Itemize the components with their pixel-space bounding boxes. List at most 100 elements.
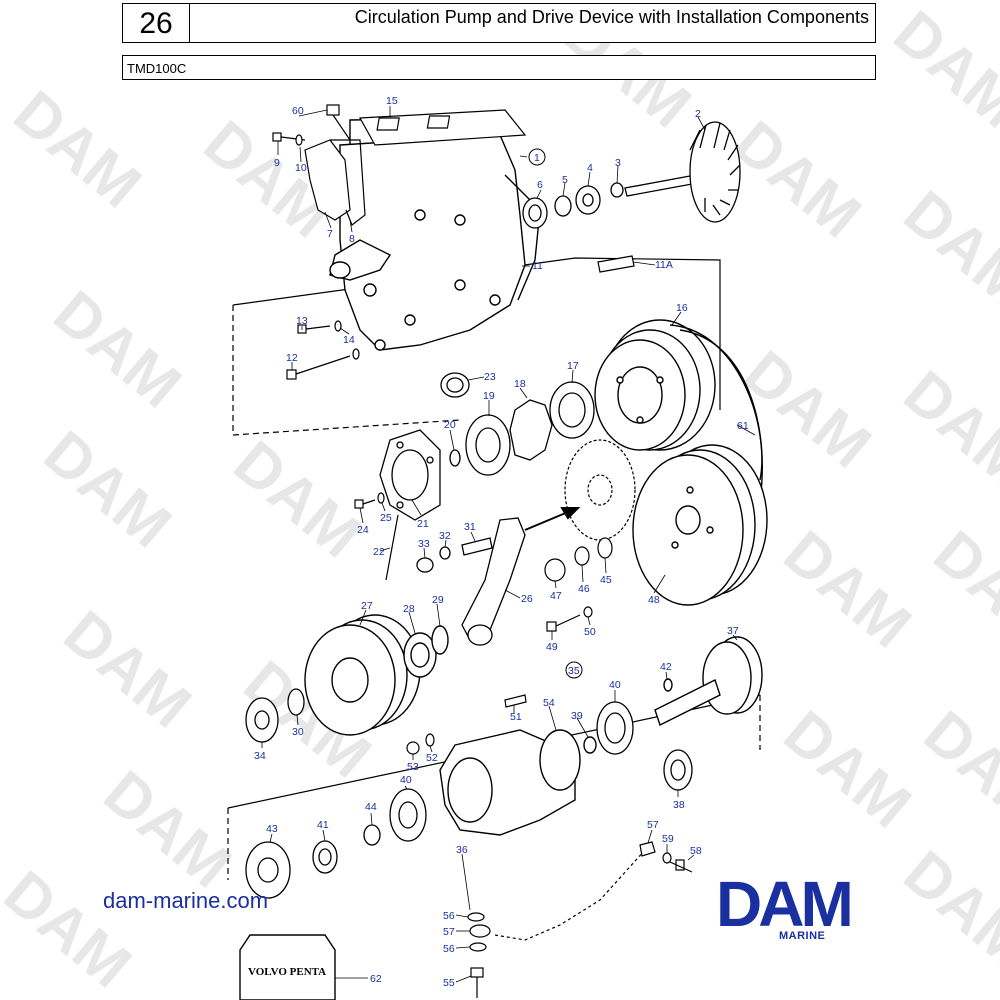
page-title: Circulation Pump and Drive Device with I… [354,7,869,27]
callout: 51 [510,711,522,723]
page-number-box: 26 [122,3,190,43]
callout: 15 [386,95,398,107]
callout: 60 [292,105,304,117]
watermark: DAM [0,858,144,1000]
housing-bolts [286,320,360,380]
watermark: DAM [31,418,184,562]
callout: 14 [343,334,355,346]
watermark: DAM [91,758,244,902]
callout: 8 [349,233,355,245]
callout: 27 [361,600,373,612]
lower-pulley [304,614,449,736]
callout: 50 [584,626,596,638]
leader-lines [261,106,756,983]
upper-pulley [594,319,716,451]
watermark: DAM [41,278,194,422]
callout: 22 [373,546,385,558]
callout: 29 [432,594,444,606]
callout: 10 [295,162,307,174]
callout: 25 [380,512,392,524]
callout: 21 [417,518,429,530]
impeller-shaft-assembly [522,121,741,229]
callout: 59 [662,833,674,845]
watermark: DAM [1,78,154,222]
model-label: TMD100C [127,61,187,76]
volvo-penta-box: VOLVO PENTA [239,934,336,1000]
callout: 53 [407,761,419,773]
callout: 49 [546,641,558,653]
callout: 46 [578,583,590,595]
callout: 30 [292,726,304,738]
pump-body [439,729,597,836]
watermark: DAM [881,0,1000,141]
callout: 32 [439,530,451,542]
callout: 56 [443,943,455,955]
callout: 48 [648,594,660,606]
callout: 7 [327,228,333,240]
callout-labels: 60 15 2 9 10 1 6 5 4 3 7 8 11 11A 16 13 … [254,95,749,989]
large-pulley [632,444,768,606]
tensioner-small-parts [544,537,613,582]
callout: 24 [357,524,369,536]
pipe-fitting [597,255,635,273]
watermark: DAM [221,428,374,572]
reference-circles [528,148,583,679]
callout: 44 [365,801,377,813]
callout: 31 [464,521,476,533]
callout: 12 [286,352,298,364]
tensioner-arm [416,517,526,646]
callout: 9 [274,157,280,169]
tension-rod [354,492,399,581]
callout: 41 [317,819,329,831]
callout: 57 [443,926,455,938]
callout: 33 [418,538,430,550]
callout: 43 [266,823,278,835]
callout: 52 [426,752,438,764]
arm-bolt [546,606,593,632]
callout: 20 [444,419,456,431]
callout: 16 [676,302,688,314]
watermark: DAM [891,358,1000,502]
callout: 1 [534,152,540,164]
title-box: Circulation Pump and Drive Device with I… [189,3,876,43]
callout: 3 [615,157,621,169]
bolt [272,132,306,146]
direction-arrow [524,507,581,531]
callout: 40 [609,679,621,691]
dam-logo-text: DAM [716,872,850,940]
model-box: TMD100C [122,55,876,80]
flange-plate [379,429,441,521]
watermark: DAM [891,838,1000,982]
watermark: DAM [891,178,1000,322]
plug-screw [326,104,351,141]
callout: 40 [400,774,412,786]
callout: 36 [456,844,468,856]
callout: 11 [532,260,543,272]
callout: 45 [600,574,612,586]
callout: 61 [737,420,749,432]
callout: 19 [483,390,495,402]
callout: 6 [537,179,543,191]
callout: 2 [695,108,701,120]
shaft-bearing [596,701,693,791]
watermark: DAM [921,518,1000,662]
gear-shaft [654,636,763,726]
website-link[interactable]: dam-marine.com [103,888,269,913]
drive-belt [669,324,763,501]
bottom-fasteners [467,841,693,998]
callout: 54 [543,697,555,709]
ghost-pulley [564,439,636,541]
callout: 39 [571,710,583,722]
dam-logo: DAM [716,872,854,940]
marine-label: MARINE [779,930,826,942]
idler-parts [440,372,595,476]
watermark: DAM [771,518,924,662]
callout: 18 [514,378,526,390]
watermark: DAM [771,698,924,842]
callout: 55 [443,977,455,989]
page-number: 26 [139,7,173,40]
callout: 56 [443,910,455,922]
callout: 42 [660,661,672,673]
callout: 58 [690,845,702,857]
